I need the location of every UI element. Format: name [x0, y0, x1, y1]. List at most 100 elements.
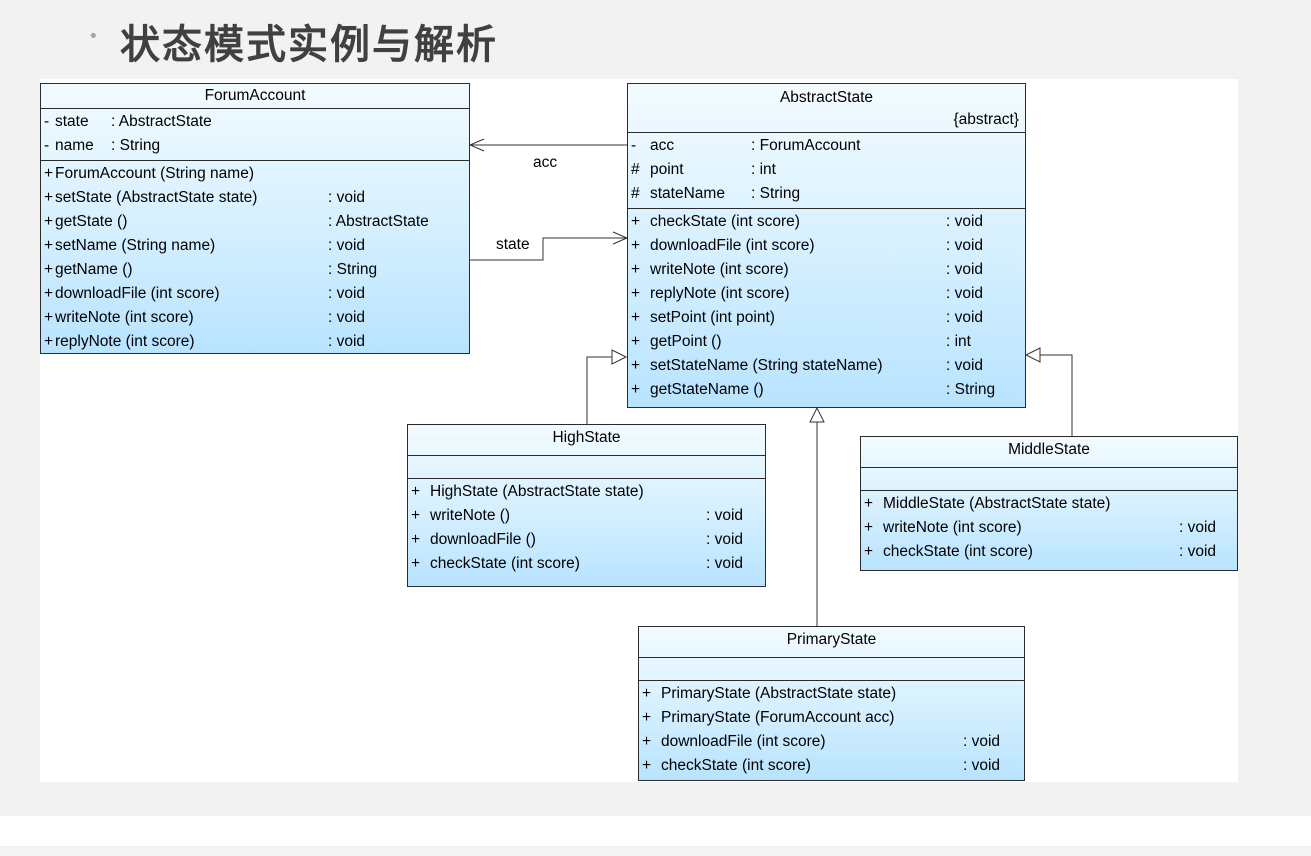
member-row: +downloadFile (int score): void: [639, 730, 1024, 754]
member-row: + PrimaryState (ForumAccount acc): [639, 706, 1024, 730]
slide: • 状态模式实例与解析 acc state Foru: [40, 21, 1238, 782]
member-row: -state: AbstractState: [41, 110, 469, 134]
class-primary-state[interactable]: PrimaryState +PrimaryState (AbstractStat…: [638, 626, 1025, 781]
member-row: + writeNote (int score) : void: [628, 258, 1025, 282]
member-name: writeNote (int score): [650, 261, 789, 278]
visibility-marker: +: [631, 261, 641, 278]
acc-role-label: acc: [533, 154, 558, 171]
visibility-marker: +: [864, 495, 874, 512]
visibility-marker: -: [631, 137, 637, 154]
member-row: +setStateName (String stateName): void: [628, 354, 1025, 378]
member-type: : void: [946, 261, 984, 278]
member-name: downloadFile (int score): [650, 237, 815, 254]
member-row: +writeNote (int score): void: [41, 306, 469, 330]
visibility-marker: #: [631, 185, 640, 202]
member-type: : int: [751, 161, 776, 178]
member-name: MiddleState (AbstractState state): [883, 495, 1111, 512]
visibility-marker: #: [631, 161, 640, 178]
member-name: downloadFile (int score): [661, 733, 826, 750]
member-name: acc: [650, 137, 675, 154]
class-high-state[interactable]: HighState +HighState (AbstractState stat…: [407, 424, 766, 587]
member-row: +checkState (int score): void: [861, 540, 1237, 564]
member-name: getState (): [55, 213, 128, 230]
member-type: : void: [328, 237, 366, 254]
member-name: ForumAccount (String name): [55, 165, 254, 182]
member-name: checkState (int score): [650, 213, 800, 230]
member-name: HighState (AbstractState state): [430, 483, 644, 500]
class-name: HighState: [408, 425, 765, 456]
title-bullet: •: [88, 26, 99, 47]
visibility-marker: +: [631, 285, 641, 302]
member-name: setState (AbstractState state): [55, 189, 258, 206]
member-type: : void: [328, 333, 366, 350]
member-row: +checkState (int score): void: [639, 754, 1024, 778]
member-type: : void: [963, 733, 1001, 750]
visibility-marker: +: [642, 709, 652, 726]
member-row: +writeNote (): void: [408, 504, 765, 528]
visibility-marker: +: [642, 757, 652, 774]
visibility-marker: +: [44, 333, 54, 350]
member-row: #point: int: [628, 158, 1025, 182]
abstract-stereotype: {abstract}: [628, 110, 1025, 133]
member-name: writeNote (int score): [55, 309, 194, 326]
member-type: : String: [946, 381, 996, 398]
attributes-compartment: [861, 468, 1237, 491]
member-type: : void: [328, 189, 366, 206]
member-name: stateName: [650, 185, 725, 202]
member-name: checkState (int score): [661, 757, 811, 774]
class-name: ForumAccount: [41, 84, 469, 109]
member-name: PrimaryState (AbstractState state): [661, 685, 897, 702]
slide-title: 状态模式实例与解析: [120, 21, 498, 68]
member-row: +checkState (int score): void: [408, 552, 765, 576]
member-type: : void: [946, 237, 984, 254]
member-row: +setName (String name): void: [41, 234, 469, 258]
member-type: : String: [328, 261, 378, 278]
member-type: : void: [706, 531, 744, 548]
operations-compartment: +MiddleState (AbstractState state)+write…: [861, 491, 1237, 566]
member-name: writeNote (): [430, 507, 511, 524]
member-name: downloadFile (int score): [55, 285, 220, 302]
visibility-marker: +: [411, 531, 421, 548]
member-type: : String: [111, 137, 161, 154]
member-type: : void: [328, 285, 366, 302]
member-name: setPoint (int point): [650, 309, 775, 326]
member-name: setStateName (String stateName): [650, 357, 883, 374]
class-middle-state[interactable]: MiddleState +MiddleState (AbstractState …: [860, 436, 1238, 571]
visibility-marker: +: [631, 381, 641, 398]
member-row: +setState (AbstractState state): void: [41, 186, 469, 210]
visibility-marker: +: [864, 519, 874, 536]
attributes-compartment: -acc: ForumAccount#point: int#stateName:…: [628, 133, 1025, 209]
member-name: PrimaryState (ForumAccount acc): [661, 709, 895, 726]
operations-compartment: + checkState (int score) : void + downloadFi…: [628, 209, 1025, 404]
member-name: checkState (int score): [883, 543, 1033, 560]
class-abstract-state[interactable]: AbstractState {abstract} -acc: ForumAcco…: [627, 83, 1026, 408]
member-type: : void: [1179, 519, 1217, 536]
operations-compartment: +HighState (AbstractState state)+writeNo…: [408, 479, 765, 578]
visibility-marker: +: [411, 555, 421, 572]
attributes-compartment: [639, 658, 1024, 681]
member-row: +getStateName (): String: [628, 378, 1025, 402]
member-row: +setPoint (int point): void: [628, 306, 1025, 330]
visibility-marker: +: [631, 213, 641, 230]
member-row: +downloadFile (int score) : void: [41, 282, 469, 306]
visibility-marker: +: [411, 507, 421, 524]
class-forum-account[interactable]: ForumAccount -state: AbstractState-name:…: [40, 83, 470, 354]
member-row: +downloadFile (int score): void: [628, 234, 1025, 258]
visibility-marker: +: [631, 333, 641, 350]
member-type: : int: [946, 333, 971, 350]
class-name: PrimaryState: [639, 627, 1024, 658]
member-type: : String: [751, 185, 801, 202]
visibility-marker: +: [631, 357, 641, 374]
member-row: +replyNote (int score): void: [628, 282, 1025, 306]
attributes-compartment: [408, 456, 765, 479]
member-name: downloadFile (): [430, 531, 536, 548]
member-row: +PrimaryState (AbstractState state): [639, 682, 1024, 706]
member-row: + downloadFile () : void: [408, 528, 765, 552]
visibility-marker: +: [44, 285, 54, 302]
member-type: : void: [328, 309, 366, 326]
member-name: setName (String name): [55, 237, 216, 254]
class-name: AbstractState: [779, 89, 874, 106]
member-row: +HighState (AbstractState state): [408, 480, 765, 504]
visibility-marker: +: [864, 543, 874, 560]
visibility-marker: +: [44, 165, 54, 182]
